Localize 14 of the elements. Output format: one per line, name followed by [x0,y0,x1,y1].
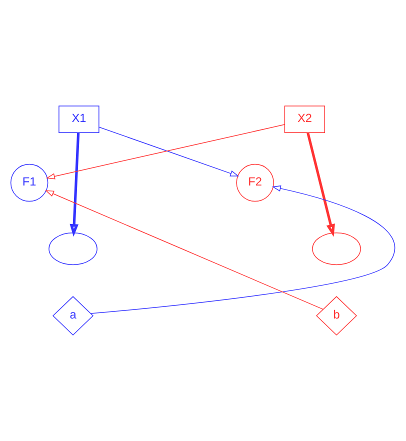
arrow [306,132,335,237]
arrow [90,185,396,314]
node-cloud [312,232,361,266]
node-box: X1 [58,106,100,133]
node-circle: F2 [236,164,274,202]
node-diamond: b [316,296,358,336]
arrow [46,124,286,180]
arrow [98,126,240,176]
node-cloud [48,232,98,266]
node-circle: F1 [10,164,48,202]
arrow [45,190,324,310]
arrow [70,132,80,237]
node-box: X2 [284,106,326,133]
node-diamond: a [52,296,94,336]
